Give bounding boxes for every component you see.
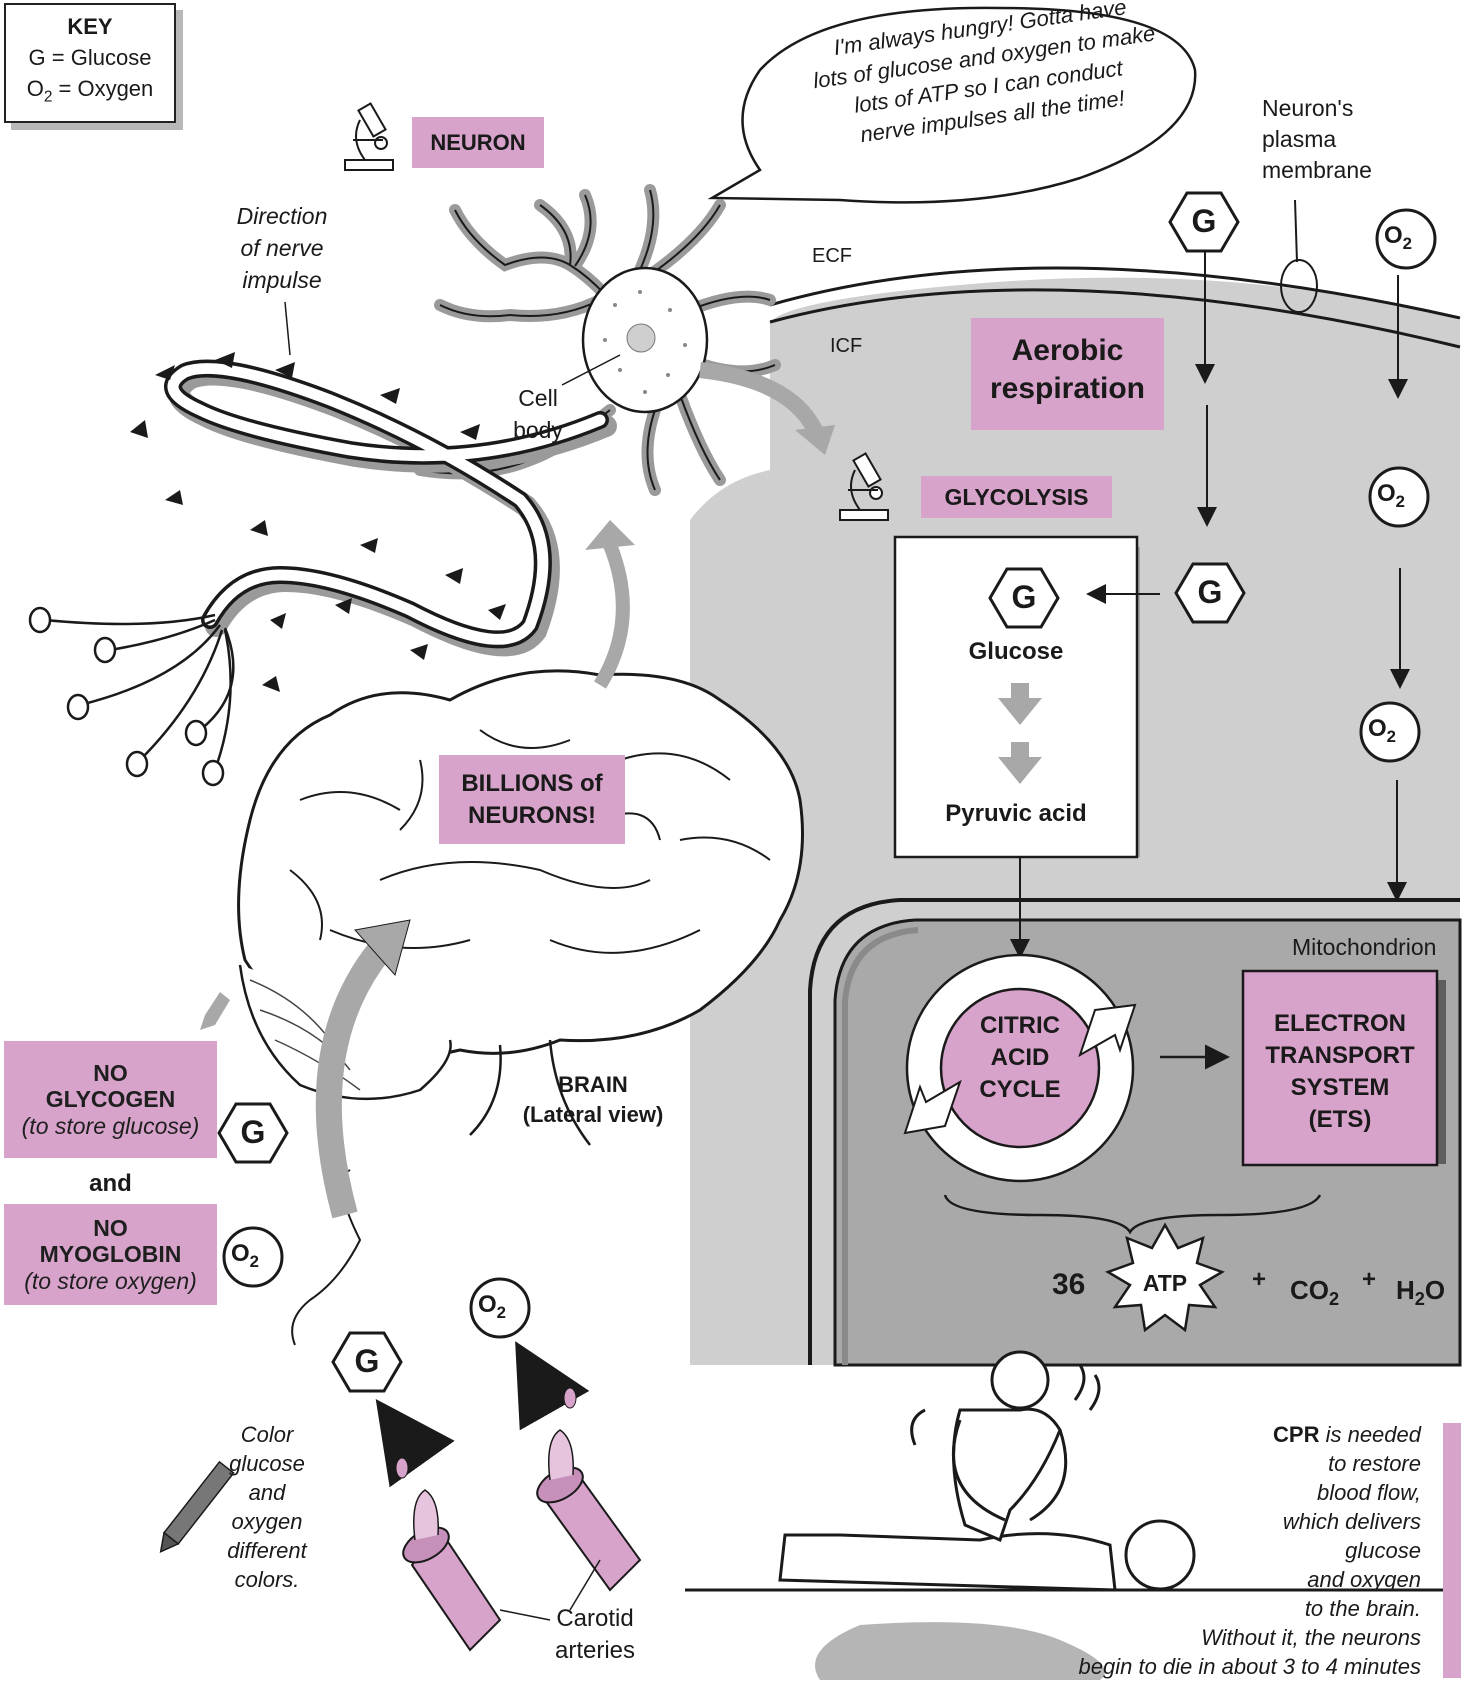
co2-label: CO2	[1290, 1275, 1339, 1310]
key-title: KEY	[6, 11, 174, 42]
glucose-symbol: G	[233, 1114, 273, 1151]
glucose-symbol: G	[1184, 203, 1224, 240]
oxygen-symbol: O2	[1384, 222, 1412, 254]
oxygen-symbol: O2	[1368, 715, 1396, 747]
atp-plus-1: +	[1252, 1266, 1266, 1294]
icf-label: ICF	[830, 335, 862, 358]
glucose-symbol: G	[1190, 574, 1230, 611]
key-legend: KEY G = Glucose O2 = Oxygen	[4, 3, 176, 123]
glucose-label: Glucose	[895, 638, 1137, 666]
glucose-symbol: G	[1004, 579, 1044, 616]
gray-arrow-small	[200, 992, 230, 1030]
key-oxygen-line: O2 = Oxygen	[6, 73, 174, 112]
glucose-symbol: G	[347, 1343, 387, 1380]
atp-count: 36	[1052, 1268, 1085, 1302]
axon-terminals	[30, 608, 233, 785]
no-myoglobin-box: NO MYOGLOBIN (to store oxygen)	[4, 1204, 217, 1305]
and-label: and	[4, 1170, 217, 1198]
brain-label: BRAIN(Lateral view)	[513, 1070, 673, 1130]
oxygen-symbol: O2	[231, 1240, 259, 1272]
microscope-icon	[345, 104, 393, 170]
cpr-bold: CPR	[1273, 1422, 1319, 1447]
glycolysis-label: GLYCOLYSIS	[921, 476, 1112, 518]
gray-arrow-to-neuron	[600, 545, 623, 685]
ecf-label: ECF	[812, 245, 852, 268]
h2o-label: H2O	[1396, 1275, 1445, 1310]
key-glucose-line: G = Glucose	[6, 42, 174, 73]
atp-label: ATP	[1130, 1270, 1200, 1297]
no-glycogen-box: NO GLYCOGEN (to store glucose)	[4, 1041, 217, 1158]
pyruvic-label: Pyruvic acid	[895, 800, 1137, 828]
oxygen-symbol: O2	[1377, 480, 1405, 512]
neuron-label: NEURON	[412, 117, 544, 168]
atp-plus-2: +	[1362, 1266, 1376, 1294]
cpr-sidebar-bar	[1443, 1423, 1461, 1678]
oxygen-symbol: O2	[478, 1291, 506, 1323]
mitochondrion-label: Mitochondrion	[1292, 934, 1436, 961]
